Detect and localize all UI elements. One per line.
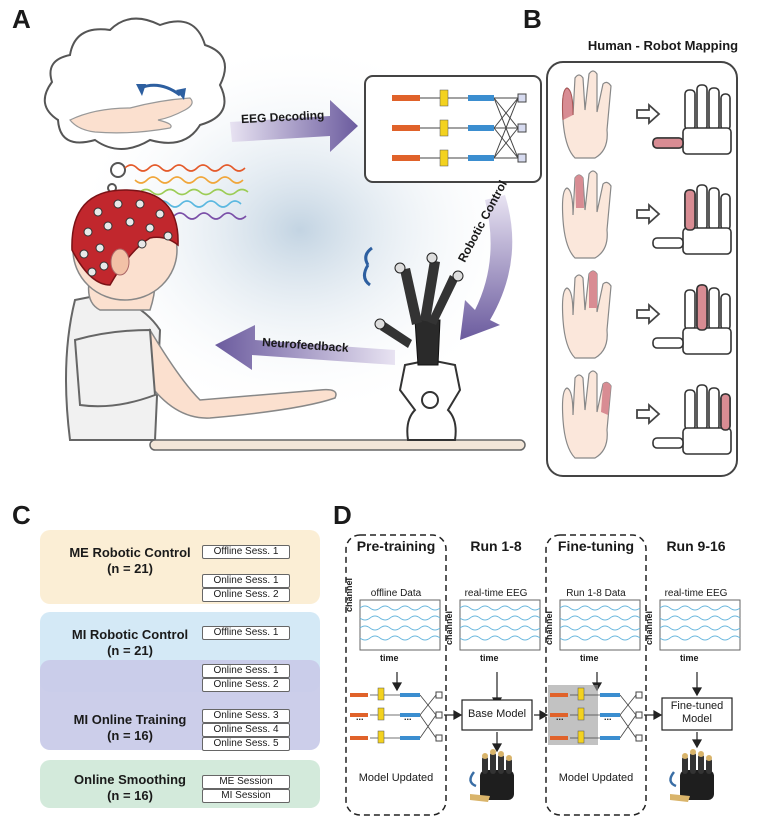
column-title: Fine-tuning	[557, 538, 635, 554]
group-title-text: ME Robotic Control	[69, 545, 191, 560]
thought-cloud	[43, 17, 226, 193]
group-title-text: MI Online Training	[73, 712, 187, 727]
column-subtitle: offline Data	[370, 588, 422, 599]
group-title: MI Online Training (n = 16)	[60, 712, 200, 744]
ellipsis: ...	[404, 712, 412, 722]
session-box: Online Sess. 2	[202, 588, 290, 602]
panel-a-illustration	[43, 17, 542, 451]
finetuned-line2: Model	[682, 713, 712, 725]
column-title: Run 1-8	[470, 538, 522, 554]
table	[149, 439, 526, 451]
session-box: Online Sess. 1	[202, 664, 290, 678]
ellipsis: ...	[604, 712, 612, 722]
axis-time: time	[580, 653, 599, 663]
axis-channel: channel	[644, 610, 654, 645]
axis-time: time	[680, 653, 699, 663]
person	[65, 189, 337, 441]
group-n: (n = 16)	[107, 728, 153, 743]
session-box: Online Sess. 2	[202, 678, 290, 692]
panel-label-c: C	[12, 500, 31, 530]
model-updated-label: Model Updated	[558, 772, 634, 784]
session-box: Offline Sess. 1	[202, 545, 290, 559]
column-subtitle: real-time EEG	[664, 588, 728, 599]
finetuned-model-box	[661, 697, 733, 731]
axis-channel: channel	[344, 577, 354, 612]
base-model-box	[461, 699, 533, 731]
finetuning-frame	[545, 534, 647, 816]
robotic-control-arrow	[460, 195, 513, 340]
session-box: Offline Sess. 1	[202, 626, 290, 640]
network-box	[364, 75, 542, 183]
column-title: Run 9-16	[666, 538, 726, 554]
session-box: Online Sess. 1	[202, 574, 290, 588]
panel-d-diagram	[345, 534, 741, 816]
mapping-title: Human - Robot Mapping	[587, 38, 739, 53]
session-box: Online Sess. 3	[202, 709, 290, 723]
base-model-label: Base Model	[467, 708, 527, 720]
panel-label-b: B	[523, 4, 542, 34]
robot-hand-small	[469, 749, 514, 802]
session-box: ME Session	[202, 775, 290, 789]
column-subtitle: real-time EEG	[464, 588, 528, 599]
group-n: (n = 16)	[107, 788, 153, 803]
finetuning-network	[548, 685, 643, 745]
ellipsis: ...	[356, 712, 364, 722]
eeg-decoding-arrow	[230, 100, 358, 152]
axis-time: time	[380, 653, 399, 663]
robot-hand-small	[669, 749, 714, 802]
session-box: Online Sess. 5	[202, 737, 290, 751]
finetuned-line1: Fine-tuned	[670, 700, 724, 712]
column-subtitle: Run 1-8 Data	[566, 588, 626, 599]
pretraining-frame	[345, 534, 447, 816]
group-title: Online Smoothing (n = 16)	[60, 772, 200, 804]
group-n: (n = 21)	[107, 643, 153, 658]
robot-hand	[363, 246, 464, 441]
neurofeedback-arrow	[215, 325, 395, 370]
panel-label-a: A	[12, 4, 31, 34]
group-title: MI Robotic Control (n = 21)	[60, 627, 200, 659]
group-title-text: Online Smoothing	[74, 772, 186, 787]
group-n: (n = 21)	[107, 561, 153, 576]
group-title: ME Robotic Control (n = 21)	[60, 545, 200, 577]
column-title: Pre-training	[356, 538, 436, 554]
finetuned-model-label: Fine-tuned Model	[662, 700, 732, 726]
session-box: Online Sess. 4	[202, 723, 290, 737]
pretraining-network	[350, 687, 443, 744]
axis-time: time	[480, 653, 499, 663]
axis-channel: channel	[544, 610, 554, 645]
group-title-text: MI Robotic Control	[71, 627, 189, 642]
ellipsis: ...	[556, 712, 564, 722]
panel-label-d: D	[333, 500, 352, 530]
human-robot-mapping	[546, 61, 738, 477]
axis-channel: channel	[444, 610, 454, 645]
session-box: MI Session	[202, 789, 290, 803]
model-updated-label: Model Updated	[358, 772, 434, 784]
